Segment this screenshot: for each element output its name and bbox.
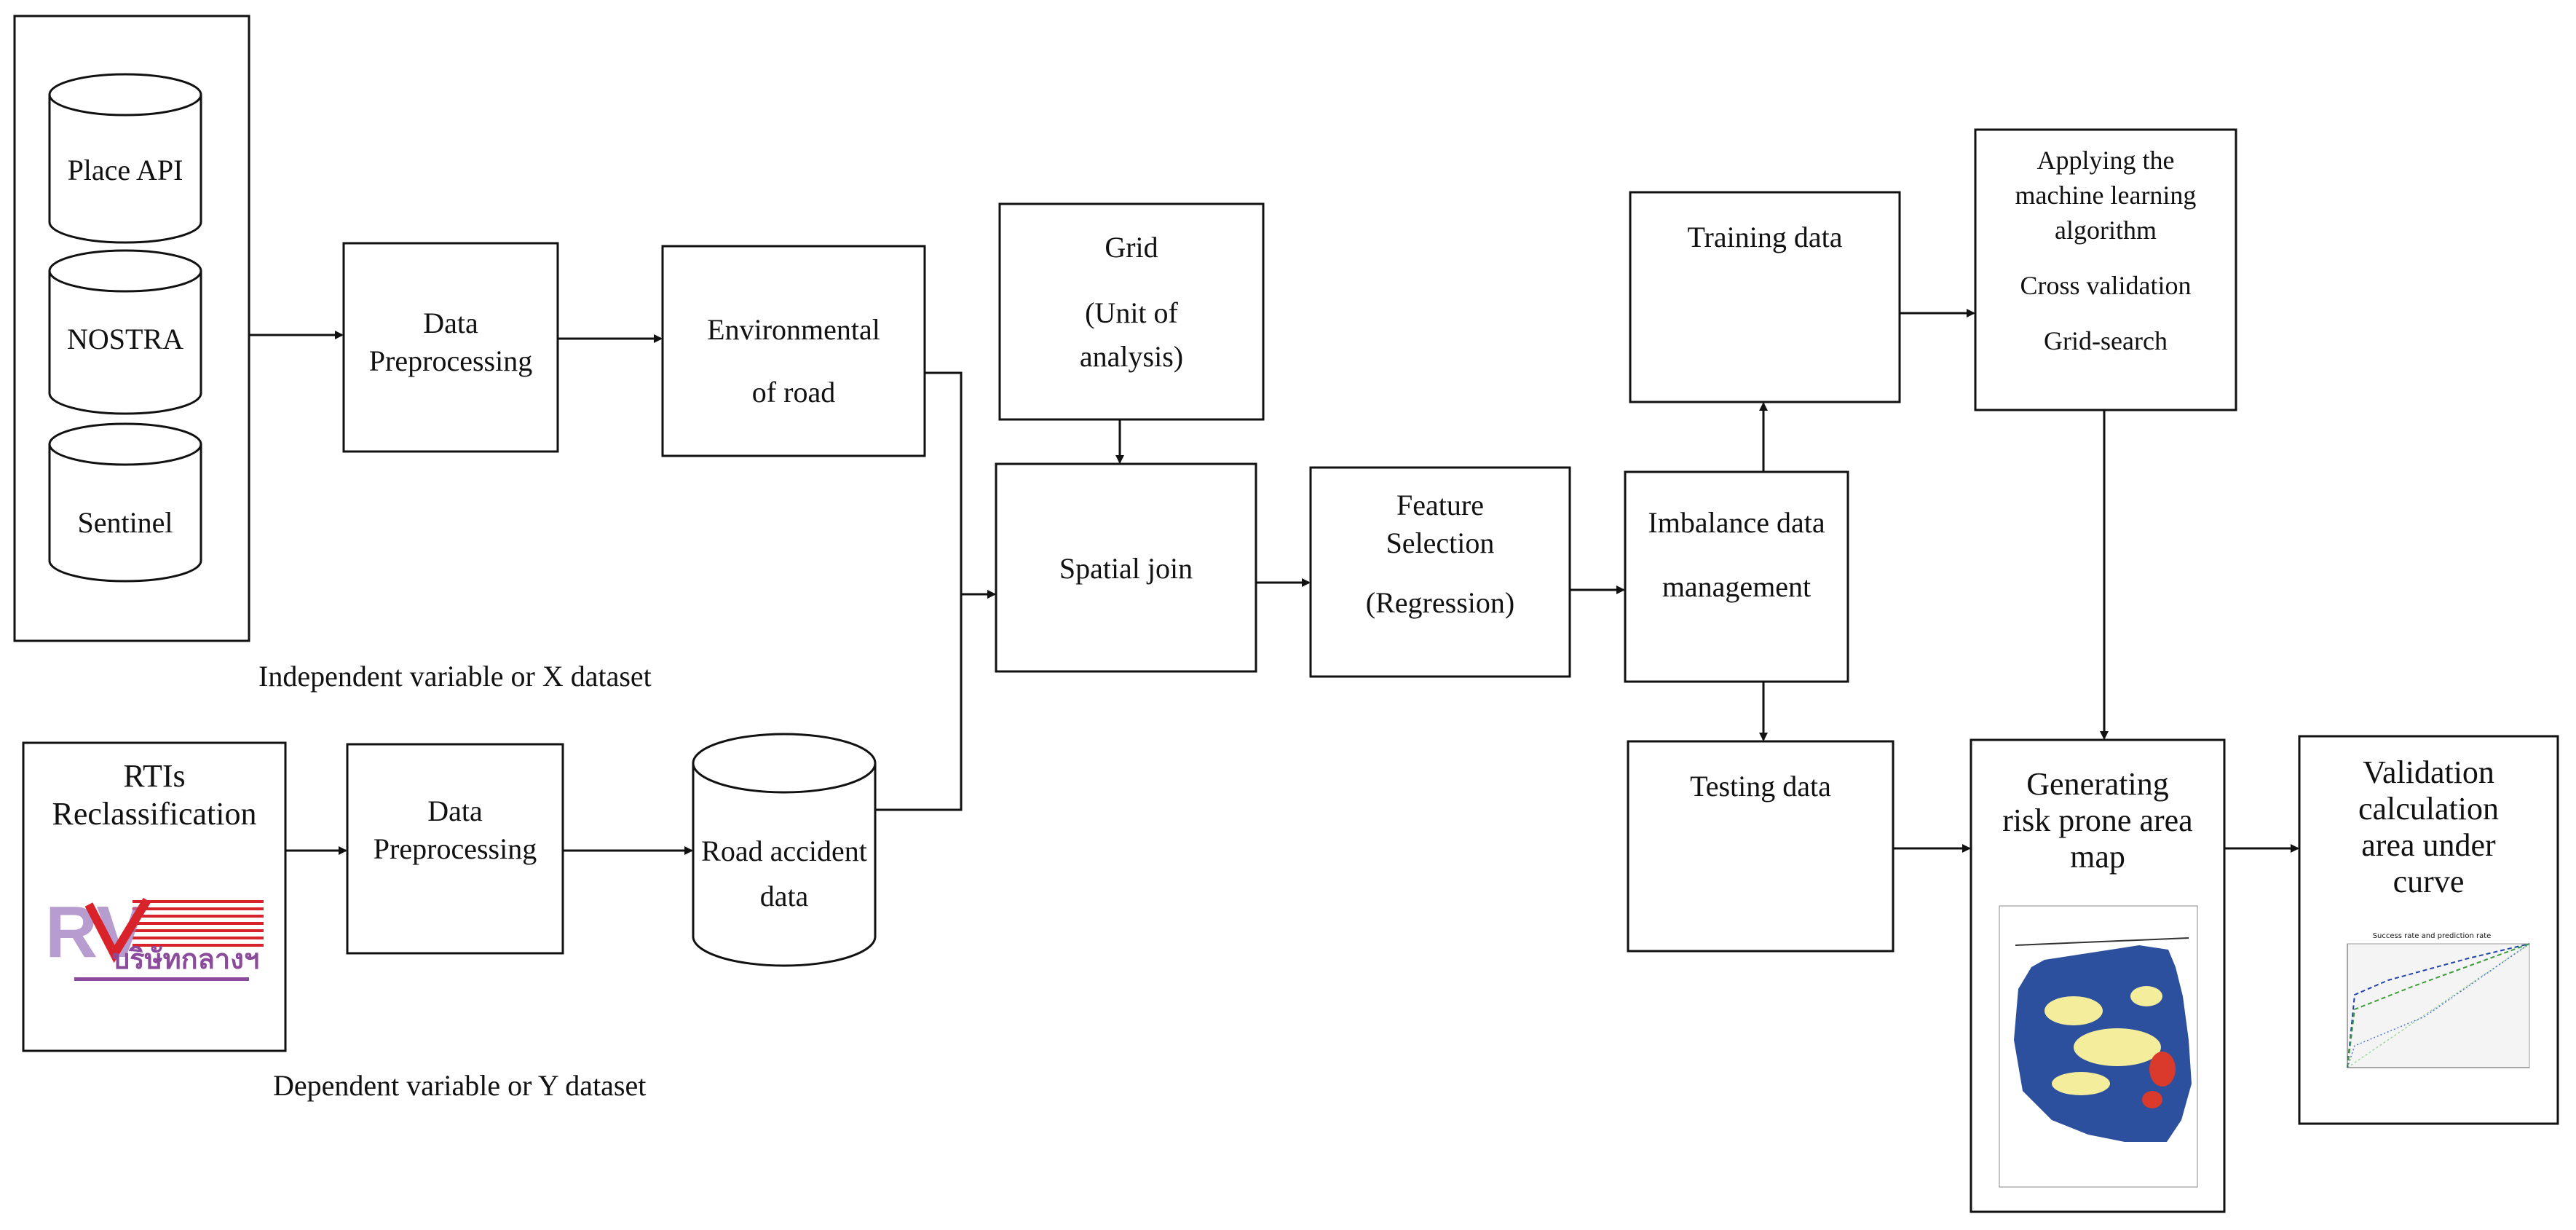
dependent-caption: Dependent variable or Y dataset: [273, 1069, 647, 1102]
training-label: Training data: [1687, 221, 1843, 253]
nostra-cylinder: [48, 249, 202, 415]
place-api-label: Place API: [67, 154, 183, 186]
testing-box: [1627, 740, 1895, 953]
rvp-logo: RV บริษัทกลางฯ: [45, 893, 264, 981]
preprocess-top-box: [342, 242, 559, 453]
validation-box: [2298, 735, 2559, 1125]
imbalance-box: [1624, 470, 1849, 683]
sentinel-cylinder: [48, 422, 202, 583]
independent-caption: Independent variable or X dataset: [258, 660, 652, 693]
rtis-box: [22, 741, 287, 1052]
ml-box: [1974, 128, 2237, 411]
spatial-join-box: [995, 462, 1257, 673]
feature-selection-label: Feature Selection (Regression): [1365, 489, 1515, 619]
roc-chart-thumbnail: Success rate and prediction rate: [2323, 929, 2541, 1097]
grid-label: Grid (Unit of analysis): [1079, 231, 1184, 373]
ml-label: Applying the machine learning algorithm …: [2015, 146, 2197, 355]
risk-map-thumbnail: [1994, 902, 2205, 1193]
grid-box: [998, 202, 1265, 421]
preprocess-bottom-box: [346, 743, 564, 955]
spatial-join-label: Spatial join: [1059, 552, 1193, 585]
nostra-label: NOSTRA: [66, 323, 184, 355]
data-sources-box: [13, 15, 250, 642]
place-api-cylinder: [48, 73, 202, 244]
roc-title: Success rate and prediction rate: [2373, 932, 2492, 940]
arrow-environmental-to-spatial: [925, 371, 996, 599]
feature-selection-box: [1309, 466, 1571, 678]
environmental-box: [661, 245, 926, 457]
road-accident-cylinder: [692, 733, 877, 967]
sentinel-label: Sentinel: [77, 506, 173, 539]
logo-text: บริษัทกลางฯ: [112, 943, 259, 975]
risk-map-box: [1969, 738, 2226, 1213]
arrow-road-to-spatial: [875, 590, 996, 811]
testing-label: Testing data: [1690, 770, 1831, 803]
